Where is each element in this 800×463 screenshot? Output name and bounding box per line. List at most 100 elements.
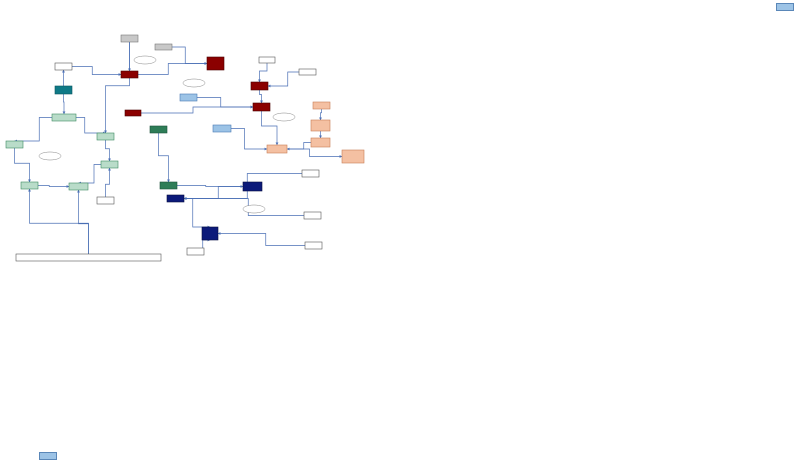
node-box[interactable]: [252, 102, 271, 112]
node-n_salmon_big[interactable]: [341, 149, 365, 164]
node-box[interactable]: [120, 34, 139, 43]
node-box[interactable]: [312, 101, 331, 110]
node-n_white_r2[interactable]: [303, 211, 322, 220]
node-box[interactable]: [304, 241, 323, 250]
node-box[interactable]: [96, 132, 115, 141]
annotation-ellipse: [133, 55, 157, 65]
node-n_dgreen_mid[interactable]: [149, 125, 168, 134]
node-n_salmon1[interactable]: [312, 101, 331, 110]
edge-n_white_top_right-to-n_red_right1: [267, 71, 308, 88]
node-n_mint_left2[interactable]: [68, 182, 89, 191]
node-box[interactable]: [15, 253, 162, 262]
node-box[interactable]: [159, 181, 178, 190]
edge-n_wide_bottom-to-n_mint_left: [28, 188, 89, 258]
node-box[interactable]: [54, 62, 73, 71]
edge-n_gray1-to-n_mint_center: [104, 38, 130, 134]
annotation-a4: [272, 112, 296, 122]
edge-n_mint_far_left-to-n_mint_left: [14, 144, 31, 183]
node-box[interactable]: [154, 43, 173, 51]
node-n_gray1[interactable]: [120, 34, 139, 43]
node-box[interactable]: [51, 113, 77, 122]
node-box[interactable]: [149, 125, 168, 134]
node-n_wide_bottom[interactable]: [15, 253, 162, 262]
node-n_mint_mid[interactable]: [100, 160, 119, 169]
node-box[interactable]: [100, 160, 119, 169]
node-n_white_top_left[interactable]: [54, 62, 73, 71]
node-n_red_right2[interactable]: [252, 102, 271, 112]
edge-n_mint_left-to-n_mint_left2: [29, 185, 70, 188]
node-n_lblue_mid[interactable]: [179, 93, 198, 102]
node-n_dgreen_low[interactable]: [159, 181, 178, 190]
node-box[interactable]: [301, 169, 320, 178]
node-box[interactable]: [20, 181, 39, 190]
node-box[interactable]: [68, 182, 89, 191]
node-n_red_right1[interactable]: [250, 81, 269, 91]
node-n_white_top[interactable]: [258, 56, 276, 64]
corner-button-top-right[interactable]: [776, 3, 794, 11]
node-box[interactable]: [96, 196, 115, 205]
edge-n_wide_bottom-to-n_mint_left2: [77, 189, 89, 258]
node-n_lblue_center[interactable]: [212, 124, 232, 133]
node-box[interactable]: [310, 137, 331, 148]
node-box[interactable]: [250, 81, 269, 91]
node-n_navy1[interactable]: [242, 181, 263, 192]
node-n_white_r1[interactable]: [301, 169, 320, 178]
node-n_navy3[interactable]: [201, 226, 219, 241]
edge-n_white_top_left-to-n_red_mid: [63, 66, 122, 76]
node-n_red_mid[interactable]: [120, 70, 139, 79]
node-box[interactable]: [54, 85, 73, 95]
annotation-a3: [38, 151, 62, 161]
node-box[interactable]: [298, 68, 317, 76]
node-n_salmon4[interactable]: [266, 144, 288, 154]
node-n_red_small[interactable]: [124, 109, 142, 117]
annotations-layer: [38, 55, 296, 214]
corner-button-bottom-left[interactable]: [39, 452, 57, 460]
node-n_teal[interactable]: [54, 85, 73, 95]
node-box[interactable]: [186, 247, 205, 256]
node-box[interactable]: [179, 93, 198, 102]
node-n_red_top[interactable]: [206, 56, 225, 71]
node-box[interactable]: [201, 226, 219, 241]
edge-n_teal-to-n_mint_left_top: [62, 90, 66, 115]
node-n_gray2[interactable]: [154, 43, 173, 51]
edge-n_white_r3-to-n_navy3: [217, 232, 314, 246]
node-box[interactable]: [258, 56, 276, 64]
node-box[interactable]: [341, 149, 365, 164]
node-box[interactable]: [5, 140, 24, 149]
edge-n_white_low-to-n_mint_mid: [105, 167, 111, 201]
edges-layer: [14, 38, 343, 258]
node-n_mint_left[interactable]: [20, 181, 39, 190]
node-n_mint_far_left[interactable]: [5, 140, 24, 149]
node-box[interactable]: [206, 56, 225, 71]
edge-n_dgreen_mid-to-n_dgreen_low: [158, 129, 170, 183]
annotation-a2: [182, 78, 206, 88]
node-box[interactable]: [120, 70, 139, 79]
node-n_navy2[interactable]: [166, 194, 185, 203]
annotation-a1: [133, 55, 157, 65]
annotation-a5: [242, 204, 266, 214]
node-n_white_top_right[interactable]: [298, 68, 317, 76]
node-box[interactable]: [266, 144, 288, 154]
edge-n_red_mid-to-n_red_top: [129, 62, 208, 75]
node-n_mint_left_top[interactable]: [51, 113, 77, 122]
node-n_salmon3[interactable]: [310, 137, 331, 148]
node-n_salmon2[interactable]: [310, 119, 331, 132]
edge-n_mint_left_top-to-n_mint_far_left: [14, 117, 64, 143]
node-n_mint_center[interactable]: [96, 132, 115, 141]
edge-n_navy2-to-n_navy3: [175, 198, 211, 229]
annotation-ellipse: [38, 151, 62, 161]
node-box[interactable]: [310, 119, 331, 132]
node-n_white_low[interactable]: [96, 196, 115, 205]
node-box[interactable]: [303, 211, 322, 220]
node-n_white_bottom[interactable]: [186, 247, 205, 256]
node-box[interactable]: [242, 181, 263, 192]
node-n_white_r3[interactable]: [304, 241, 323, 250]
edge-n_white_top-to-n_red_right1: [258, 60, 268, 83]
node-box[interactable]: [166, 194, 185, 203]
edge-n_mint_center-to-n_mint_mid: [105, 136, 111, 162]
annotation-ellipse: [182, 78, 206, 88]
edge-n_red_right2-to-n_salmon4: [261, 107, 279, 146]
node-box[interactable]: [212, 124, 232, 133]
node-box[interactable]: [124, 109, 142, 117]
